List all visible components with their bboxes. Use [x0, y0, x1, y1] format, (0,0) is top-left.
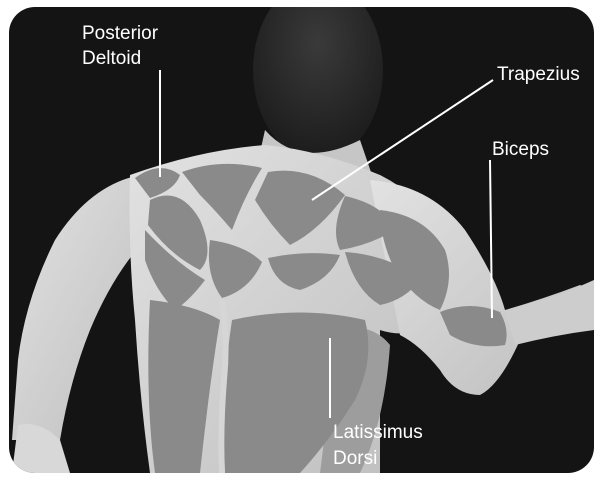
label-latissimus: Latissimus — [333, 422, 423, 443]
label-deltoid: Deltoid — [82, 48, 141, 69]
label-biceps: Biceps — [492, 139, 549, 160]
label-trapezius: Trapezius — [497, 64, 580, 85]
label-posterior: Posterior — [82, 23, 159, 44]
label-dorsi: Dorsi — [333, 448, 377, 469]
